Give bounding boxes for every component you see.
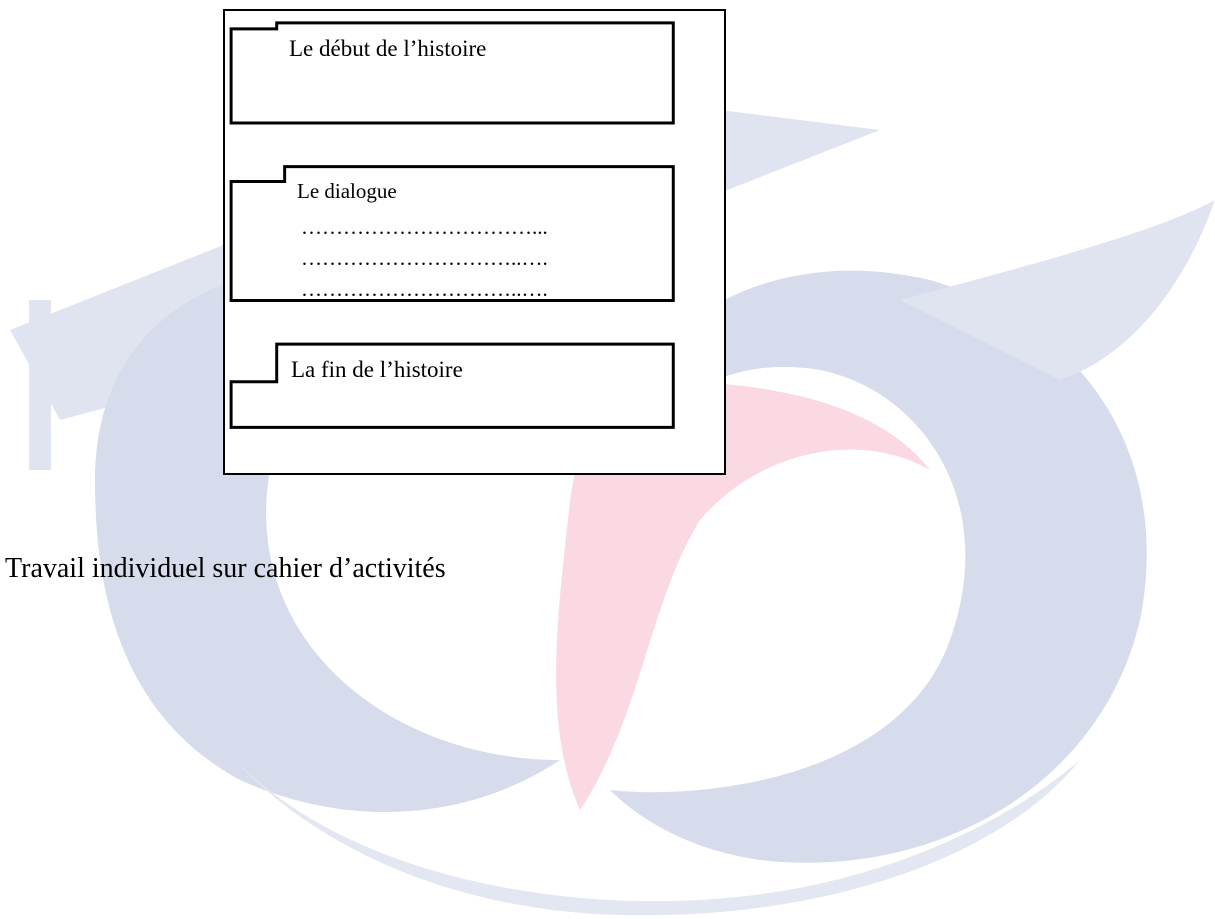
story-structure-frame: Le début de l’histoire Le dialogue ……………… [223,9,726,475]
dialogue-line-3: …………………………..…. [301,277,548,301]
dialogue-line-2: …………………………..…. [301,246,548,270]
box-debut-label: Le début de l’histoire [289,36,487,61]
box-dialogue-label: Le dialogue [297,179,397,203]
box-fin-label: La fin de l’histoire [291,357,463,382]
dialogue-line-1: ……………………………... [301,215,548,239]
story-boxes-outline [229,21,675,429]
activity-caption: Travail individuel sur cahier d’activité… [5,553,446,584]
